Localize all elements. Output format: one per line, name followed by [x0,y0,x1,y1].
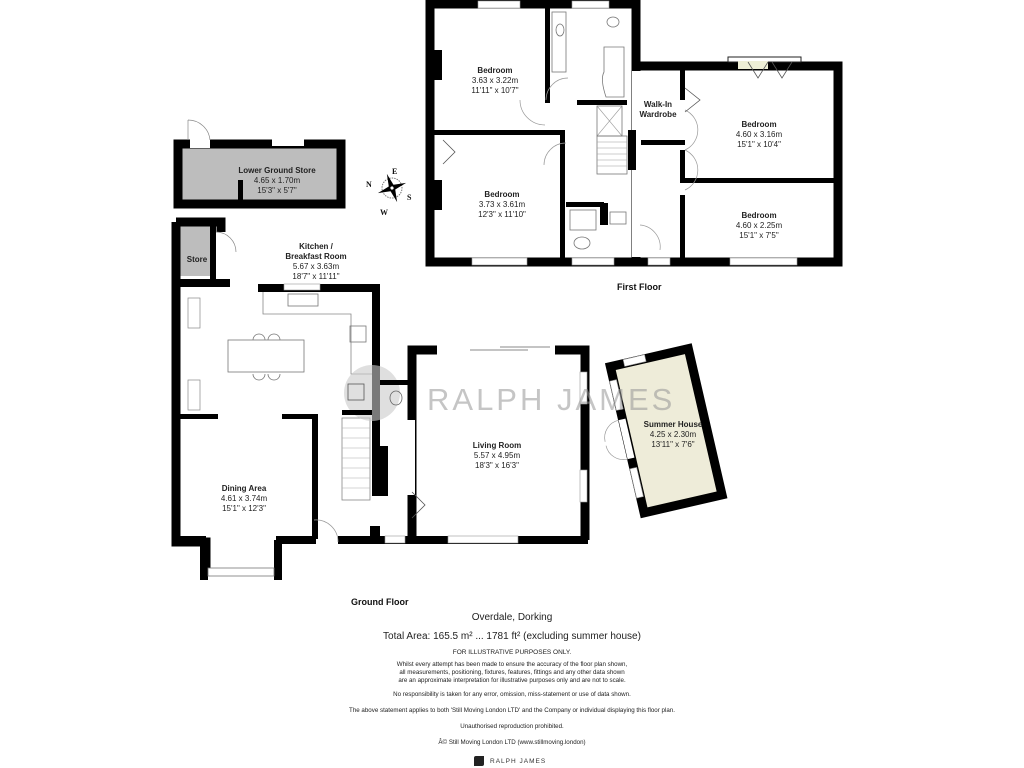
room-imperial: 18'3" x 16'3" [475,461,519,470]
room-name: Store [186,255,208,264]
room-label-lower-ground-store: Lower Ground Store 4.65 x 1.70m 15'3" x … [238,166,315,196]
room-label-bedroom-4: Bedroom 4.60 x 2.25m 15'1" x 7'5" [736,211,782,241]
room-metric: 4.25 x 2.30m [649,430,697,439]
ground-floor-plan [171,217,590,580]
lower-ground-store-plan [173,119,346,209]
room-metric: 5.67 x 3.63m [292,262,340,271]
room-metric: 5.57 x 4.95m [473,451,521,460]
brand-logo-icon [474,756,484,766]
illustrative-notice: FOR ILLUSTRATIVE PURPOSES ONLY. [452,649,572,656]
disclaimer-line-2: all measurements, positioning, fixtures,… [399,669,625,676]
compass-north-label: N [366,180,372,189]
compass-east-label: E [392,167,398,176]
statement-applies-notice: The above statement applies to both 'Sti… [349,707,675,714]
room-imperial: 15'1" x 12'3" [222,504,266,513]
room-label-store: Store [187,255,207,265]
copyright-notice: Â© Still Moving London LTD (www.stillmov… [438,739,586,746]
room-imperial: 12'3" x 11'10" [478,210,526,219]
unauthorised-notice: Unauthorised reproduction prohibited. [460,723,564,730]
room-name: Dining Area [221,484,267,493]
disclaimer: Whilst every attempt has been made to en… [397,661,627,685]
room-label-kitchen-breakfast-room: Kitchen / Breakfast Room 5.67 x 3.63m 18… [285,242,346,282]
first-floor-plan [425,0,843,267]
no-responsibility-notice: No responsibility is taken for any error… [393,691,631,698]
room-metric: 3.63 x 3.22m [471,76,519,85]
room-name-line2: Wardrobe [639,110,677,119]
room-imperial: 11'11" x 10'7" [471,86,519,95]
ralph-james-watermark: RALPH JAMES [427,382,676,417]
room-label-summer-house: Summer House 4.25 x 2.30m 13'11" x 7'6" [644,420,703,450]
summer-house-plan [604,343,728,519]
room-name-line1: Walk-In [643,100,673,109]
room-name: Bedroom [484,190,520,199]
room-imperial: 15'1" x 10'4" [737,140,781,149]
ralph-james-footer-logo: RALPH JAMES [474,756,546,766]
room-name-line1: Kitchen / [299,242,333,251]
room-metric: 4.65 x 1.70m [253,176,301,185]
room-name: Summer House [643,420,703,429]
room-label-living-room: Living Room 5.57 x 4.95m 18'3" x 16'3" [473,441,521,471]
room-name: Bedroom [741,211,777,220]
compass-west-label: W [380,208,388,217]
room-metric: 4.61 x 3.74m [220,494,268,503]
room-metric: 4.60 x 3.16m [735,130,783,139]
room-name: Bedroom [477,66,513,75]
room-metric: 3.73 x 3.61m [478,200,526,209]
first-floor-title: First Floor [617,282,662,292]
ground-floor-title: Ground Floor [351,597,409,607]
room-label-walk-in-wardrobe: Walk-In Wardrobe [639,100,676,120]
room-name: Lower Ground Store [238,166,316,175]
disclaimer-line-3: are an approximate interpretation for il… [398,677,626,684]
room-label-bedroom-3: Bedroom 4.60 x 3.16m 15'1" x 10'4" [736,120,782,150]
property-address: Overdale, Dorking [471,612,553,623]
room-label-dining-area: Dining Area 4.61 x 3.74m 15'1" x 12'3" [221,484,267,514]
room-imperial: 18'7" x 11'11" [292,272,340,281]
room-imperial: 15'1" x 7'5" [739,231,779,240]
room-name: Living Room [472,441,522,450]
room-name-line2: Breakfast Room [285,252,347,261]
disclaimer-line-1: Whilst every attempt has been made to en… [396,661,628,668]
room-imperial: 15'3" x 5'7" [257,186,297,195]
total-area: Total Area: 165.5 m² ... 1781 ft² (exclu… [383,631,641,642]
room-name: Bedroom [741,120,777,129]
compass-south-label: S [407,193,412,202]
room-imperial: 13'11" x 7'6" [651,440,695,449]
room-label-bedroom-2: Bedroom 3.73 x 3.61m 12'3" x 11'10" [478,190,526,220]
compass-rose [377,173,407,203]
room-metric: 4.60 x 2.25m [735,221,783,230]
brand-name: RALPH JAMES [490,757,547,765]
room-label-bedroom-1: Bedroom 3.63 x 3.22m 11'11" x 10'7" [471,66,518,96]
